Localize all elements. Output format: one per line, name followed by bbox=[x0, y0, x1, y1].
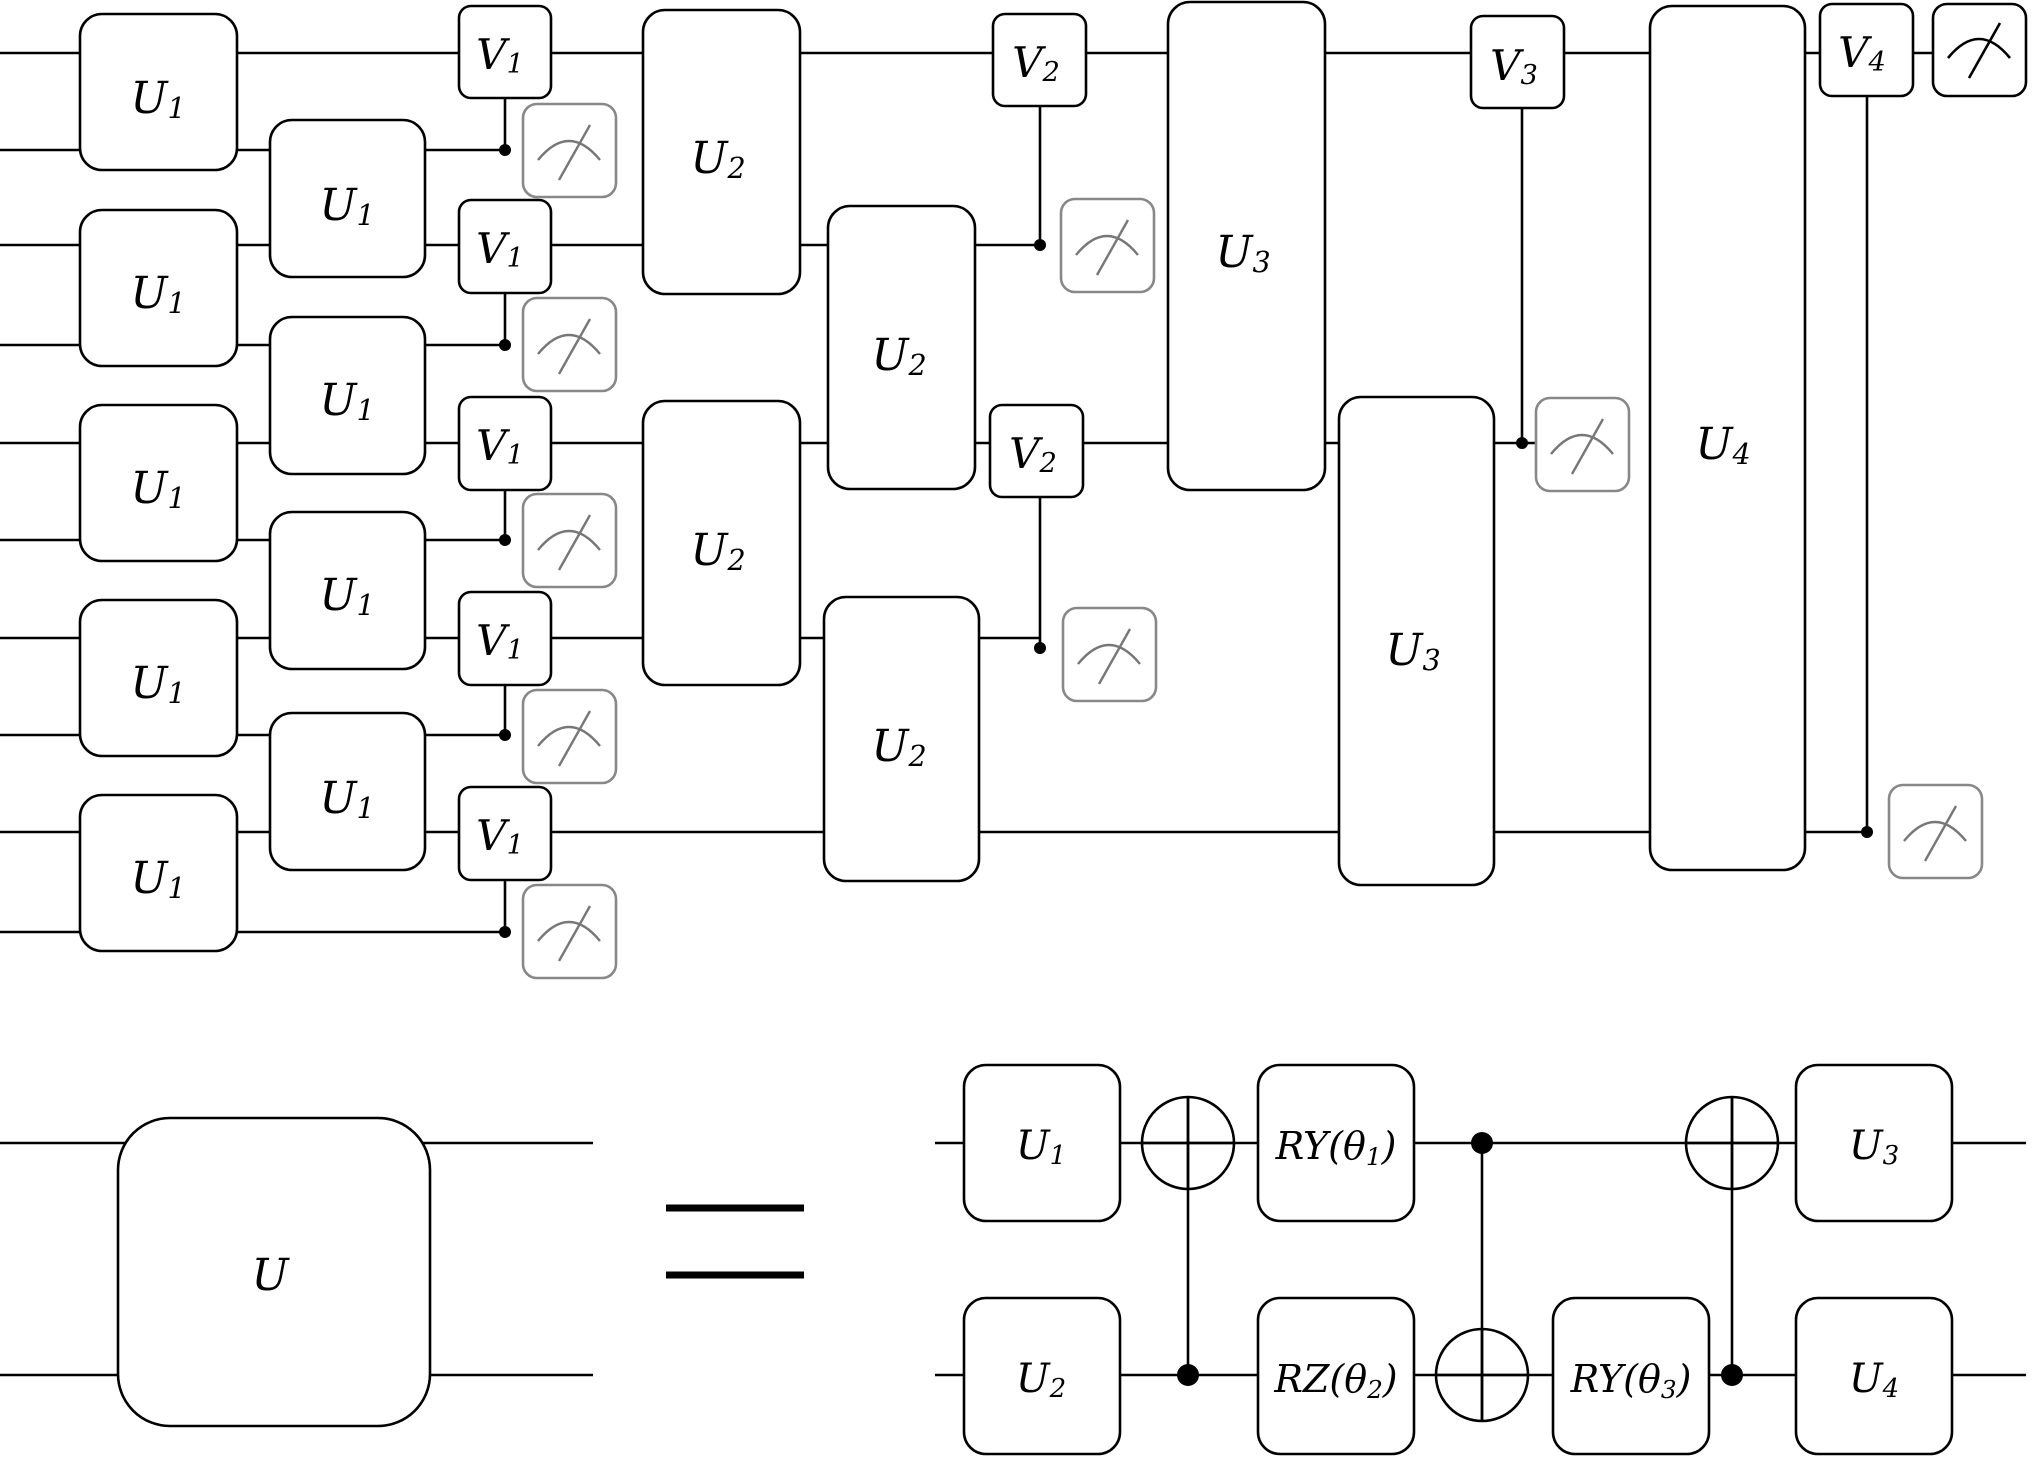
gate-v1: V1 bbox=[457, 785, 553, 882]
gate-u1: U1 bbox=[78, 793, 239, 953]
measurement-meter-icon bbox=[1887, 783, 1984, 880]
gate-u1: U1 bbox=[962, 1063, 1122, 1223]
svg-text:V2: V2 bbox=[1009, 429, 1057, 479]
gate-u2: U2 bbox=[826, 204, 977, 491]
gate-rz-theta2: RZ(θ2) bbox=[1256, 1296, 1416, 1456]
svg-text:U2: U2 bbox=[690, 525, 745, 578]
svg-text:U3: U3 bbox=[1215, 227, 1270, 280]
gate-v1: V1 bbox=[457, 590, 553, 687]
measurement-meter-icon bbox=[1931, 2, 2028, 98]
measurement-meter-icon bbox=[521, 492, 618, 589]
gate-u: U bbox=[116, 1116, 432, 1428]
control-dot bbox=[499, 144, 511, 156]
gate-v1: V1 bbox=[457, 198, 553, 295]
measurement-meter-icon bbox=[521, 688, 618, 785]
gate-v2: V2 bbox=[991, 12, 1088, 108]
control-dot bbox=[1471, 1132, 1493, 1154]
svg-text:U4: U4 bbox=[1849, 1356, 1899, 1404]
gate-u1: U1 bbox=[268, 510, 427, 671]
measurement-meter-icon bbox=[1534, 396, 1631, 493]
gate-ry-theta3: RY(θ3) bbox=[1551, 1296, 1711, 1456]
gate-u1: U1 bbox=[268, 315, 427, 476]
svg-text:V1: V1 bbox=[476, 421, 524, 471]
control-dot bbox=[1721, 1364, 1743, 1386]
control-dot bbox=[1516, 437, 1528, 449]
svg-text:U2: U2 bbox=[871, 330, 926, 383]
svg-text:V1: V1 bbox=[476, 30, 524, 80]
gate-v4: V4 bbox=[1818, 2, 1915, 98]
cnot-target-icon bbox=[1684, 1095, 1780, 1191]
control-dot bbox=[1861, 826, 1873, 838]
gate-u4: U4 bbox=[1794, 1296, 1954, 1456]
svg-text:U1: U1 bbox=[130, 463, 185, 516]
measurement-meter-icon bbox=[521, 102, 618, 199]
measurement-meter-icon bbox=[521, 296, 618, 393]
cnot-target-icon bbox=[1434, 1327, 1530, 1423]
gate-u3: U3 bbox=[1337, 395, 1496, 887]
svg-text:U4: U4 bbox=[1695, 419, 1750, 472]
gate-v3: V3 bbox=[1469, 14, 1566, 110]
svg-text:U2: U2 bbox=[690, 133, 745, 186]
gate-u3: U3 bbox=[1166, 0, 1327, 492]
svg-text:U1: U1 bbox=[319, 773, 374, 826]
svg-text:U: U bbox=[251, 1250, 290, 1301]
gate-u1: U1 bbox=[78, 12, 239, 172]
control-dot bbox=[499, 729, 511, 741]
svg-text:RY(θ3): RY(θ3) bbox=[1570, 1357, 1692, 1404]
svg-text:U2: U2 bbox=[871, 721, 926, 774]
svg-text:U1: U1 bbox=[130, 658, 185, 711]
control-dot bbox=[1034, 642, 1046, 654]
svg-text:RZ(θ2): RZ(θ2) bbox=[1273, 1357, 1397, 1404]
svg-text:U1: U1 bbox=[130, 268, 185, 321]
svg-text:U1: U1 bbox=[1016, 1123, 1066, 1171]
block-decomposition: U1 U2 RY(θ1) RZ(θ2) RY(θ3) U3 U4 bbox=[935, 1063, 2026, 1456]
equals-sign bbox=[666, 1204, 804, 1279]
gate-u3: U3 bbox=[1794, 1063, 1954, 1223]
svg-text:U2: U2 bbox=[1016, 1356, 1066, 1404]
control-dot bbox=[499, 339, 511, 351]
control-dot bbox=[499, 534, 511, 546]
svg-text:U1: U1 bbox=[319, 570, 374, 623]
gate-v2: V2 bbox=[988, 403, 1085, 499]
top-circuit-controls bbox=[499, 96, 1873, 938]
gate-u2: U2 bbox=[641, 8, 802, 296]
measurement-meter-icon bbox=[1059, 197, 1156, 294]
control-dot bbox=[1177, 1364, 1199, 1386]
cnot-target-icon bbox=[1140, 1095, 1236, 1191]
svg-text:U1: U1 bbox=[319, 375, 374, 428]
gate-u1: U1 bbox=[78, 598, 239, 758]
top-circuit-gates: U1 U1 U1 U1 U1 U1 U1 U1 U1 V1 V1 V1 V1 V… bbox=[78, 0, 1915, 953]
gate-v1: V1 bbox=[457, 4, 553, 100]
svg-text:V4: V4 bbox=[1838, 28, 1886, 78]
svg-text:V1: V1 bbox=[476, 224, 524, 274]
control-dot bbox=[1034, 239, 1046, 251]
gate-u2: U2 bbox=[962, 1296, 1122, 1456]
measurement-meter-icon bbox=[1061, 606, 1158, 703]
two-qubit-block-definition: U bbox=[0, 1116, 593, 1428]
gate-v1: V1 bbox=[457, 395, 553, 492]
svg-text:U1: U1 bbox=[130, 853, 185, 906]
top-circuit-measurements bbox=[521, 2, 2028, 980]
gate-u2: U2 bbox=[822, 595, 981, 883]
svg-text:U1: U1 bbox=[130, 73, 185, 126]
svg-text:V1: V1 bbox=[476, 811, 524, 861]
gate-u1: U1 bbox=[268, 118, 427, 279]
gate-u1: U1 bbox=[78, 208, 239, 368]
gate-u4: U4 bbox=[1648, 4, 1807, 872]
gate-u2: U2 bbox=[641, 399, 802, 687]
svg-text:V1: V1 bbox=[476, 616, 524, 666]
svg-text:V2: V2 bbox=[1012, 38, 1060, 88]
gate-u1: U1 bbox=[268, 711, 427, 872]
svg-text:RY(θ1): RY(θ1) bbox=[1275, 1124, 1397, 1171]
control-dot bbox=[499, 926, 511, 938]
gate-u1: U1 bbox=[78, 403, 239, 563]
svg-text:U3: U3 bbox=[1385, 625, 1440, 678]
measurement-meter-icon bbox=[521, 883, 618, 980]
svg-text:V3: V3 bbox=[1490, 41, 1538, 91]
gate-ry-theta1: RY(θ1) bbox=[1256, 1063, 1416, 1223]
svg-text:U1: U1 bbox=[319, 180, 374, 233]
svg-text:U3: U3 bbox=[1849, 1123, 1899, 1171]
